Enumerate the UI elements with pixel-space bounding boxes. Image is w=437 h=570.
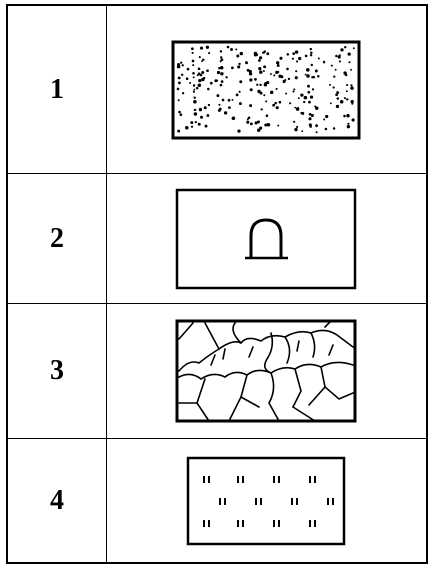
arch-symbol-icon <box>175 188 357 290</box>
legend-table: 1 2 3 <box>6 4 428 564</box>
legend-row-2: 2 <box>8 174 426 304</box>
symbol-cell <box>106 174 426 303</box>
grass-tuft-icon <box>186 456 346 546</box>
row-number: 3 <box>8 304 107 438</box>
stippled-fill-icon <box>171 40 361 140</box>
legend-row-4: 4 <box>8 439 426 562</box>
row-number: 1 <box>8 6 107 173</box>
row-number: 4 <box>8 439 107 562</box>
legend-row-3: 3 <box>8 304 426 439</box>
legend-row-1: 1 <box>8 6 426 174</box>
symbol-cell <box>106 304 426 438</box>
row-number: 2 <box>8 174 107 303</box>
rock-hatch-icon <box>175 319 357 423</box>
symbol-cell <box>106 6 426 173</box>
symbol-cell <box>106 439 426 562</box>
